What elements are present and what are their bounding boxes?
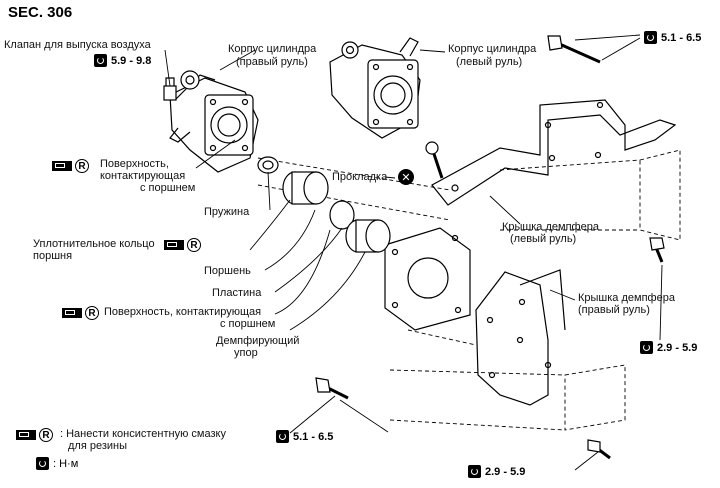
label-spring: Пружина <box>204 206 250 218</box>
grease-gun-icon <box>52 161 72 171</box>
legend-torque: : Н·м <box>36 457 78 470</box>
torque-top-right: 5.1 - 6.5 <box>644 31 701 44</box>
cylinder-body-right <box>169 70 259 173</box>
circled-r-icon: R <box>39 428 53 442</box>
section-number: SEC. 306 <box>8 4 73 21</box>
label-damper-cover-right: Крышка демпфера <box>578 292 675 304</box>
damper-cover-right <box>475 269 566 406</box>
label-damper-cover-left: Крышка демпфера <box>502 221 599 233</box>
gasket <box>384 227 471 331</box>
grease-marker-3: R <box>62 306 99 320</box>
torque-bottom-right: 2.9 - 5.9 <box>468 465 525 478</box>
grease-gun-icon <box>16 430 36 440</box>
circled-r-icon: R <box>85 306 99 320</box>
x-circle-icon: ✕ <box>398 169 414 185</box>
plate <box>329 200 355 230</box>
torque-right-mid: 2.9 - 5.9 <box>640 341 697 354</box>
circled-r-icon: R <box>75 159 89 173</box>
damper-stop <box>345 219 391 253</box>
label-gasket: Прокладка <box>332 171 388 183</box>
label-contact-surface-2b: с поршнем <box>220 318 276 330</box>
label-damper-stop-sub: упор <box>234 347 258 359</box>
dashed-outline-upper <box>257 149 681 241</box>
legend-grease-marker: R <box>16 428 53 442</box>
label-damper-cover-left-sub: (левый руль) <box>510 233 577 245</box>
torque-wrench-icon <box>94 54 107 67</box>
label-piston-seal-sub: поршня <box>33 250 73 262</box>
circled-r-icon: R <box>187 238 201 252</box>
label-plate: Пластина <box>212 287 262 299</box>
bolt-top-right <box>547 35 601 64</box>
grease-gun-icon <box>164 240 184 250</box>
air-bleed-valve <box>163 77 177 101</box>
torque-wrench-icon <box>644 31 657 44</box>
label-contact-surface-1a: Поверхность, <box>100 158 169 170</box>
bolt-bottom-right <box>587 439 611 460</box>
label-cylinder-left: Корпус цилиндра <box>448 43 537 55</box>
label-cylinder-right-sub: (правый руль) <box>236 56 308 68</box>
label-damper-stop: Демпфирующий <box>216 335 300 347</box>
bolt-right-mid <box>649 237 665 263</box>
grease-gun-icon <box>62 308 82 318</box>
legend-grease-text: : Нанести консистентную смазку <box>60 428 226 440</box>
dashed-outline-lower <box>389 329 626 431</box>
label-piston-seal: Уплотнительное кольцо <box>33 238 155 250</box>
label-air-valve: Клапан для выпуска воздуха <box>4 39 151 51</box>
label-piston: Поршень <box>204 265 251 277</box>
torque-wrench-icon <box>640 341 653 354</box>
label-cylinder-left-sub: (левый руль) <box>456 56 523 68</box>
cylinder-body-left <box>329 37 421 139</box>
leader-lines <box>164 34 663 471</box>
grease-marker-1: R <box>52 159 89 173</box>
torque-wrench-icon <box>276 430 289 443</box>
piston-seal <box>282 171 329 205</box>
torque-wrench-icon <box>36 457 49 470</box>
spring <box>257 156 279 174</box>
label-contact-surface-2a: Поверхность, контактирующая <box>104 306 262 318</box>
grease-marker-2: R <box>164 238 201 252</box>
torque-bottom-mid: 5.1 - 6.5 <box>276 430 333 443</box>
torque-wrench-icon <box>468 465 481 478</box>
label-cylinder-right: Корпус цилиндра <box>228 43 317 55</box>
damper-cover-left <box>431 99 677 206</box>
bolt-mid <box>425 141 444 179</box>
label-contact-surface-1b: контактирующая <box>100 170 186 182</box>
label-contact-surface-1c: с поршнем <box>140 182 196 194</box>
torque-air-valve: 5.9 - 9.8 <box>94 54 151 67</box>
bolt-bottom-left <box>315 377 349 400</box>
legend-grease-text-sub: для резины <box>68 440 128 452</box>
label-damper-cover-right-sub: (правый руль) <box>578 304 650 316</box>
